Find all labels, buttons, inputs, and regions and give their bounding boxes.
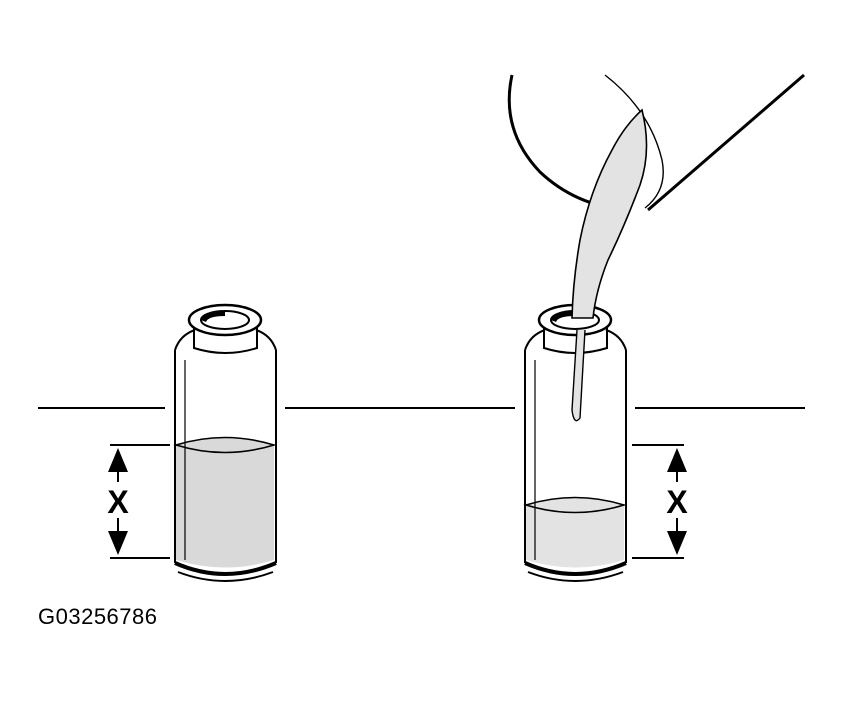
left-measurement-label: X: [107, 484, 129, 520]
left-bottle-liquid: [176, 437, 274, 568]
right-measurement-arrow: [632, 444, 687, 559]
pour-stream: [571, 108, 648, 422]
right-measurement-label: X: [666, 484, 688, 520]
figure-code: G03256786: [38, 604, 158, 629]
right-bottle-liquid: [526, 497, 624, 568]
right-bottle: [523, 303, 627, 582]
left-bottle: [173, 303, 277, 582]
left-measurement-arrow: [108, 444, 170, 559]
pouring-beaker: [507, 73, 805, 212]
